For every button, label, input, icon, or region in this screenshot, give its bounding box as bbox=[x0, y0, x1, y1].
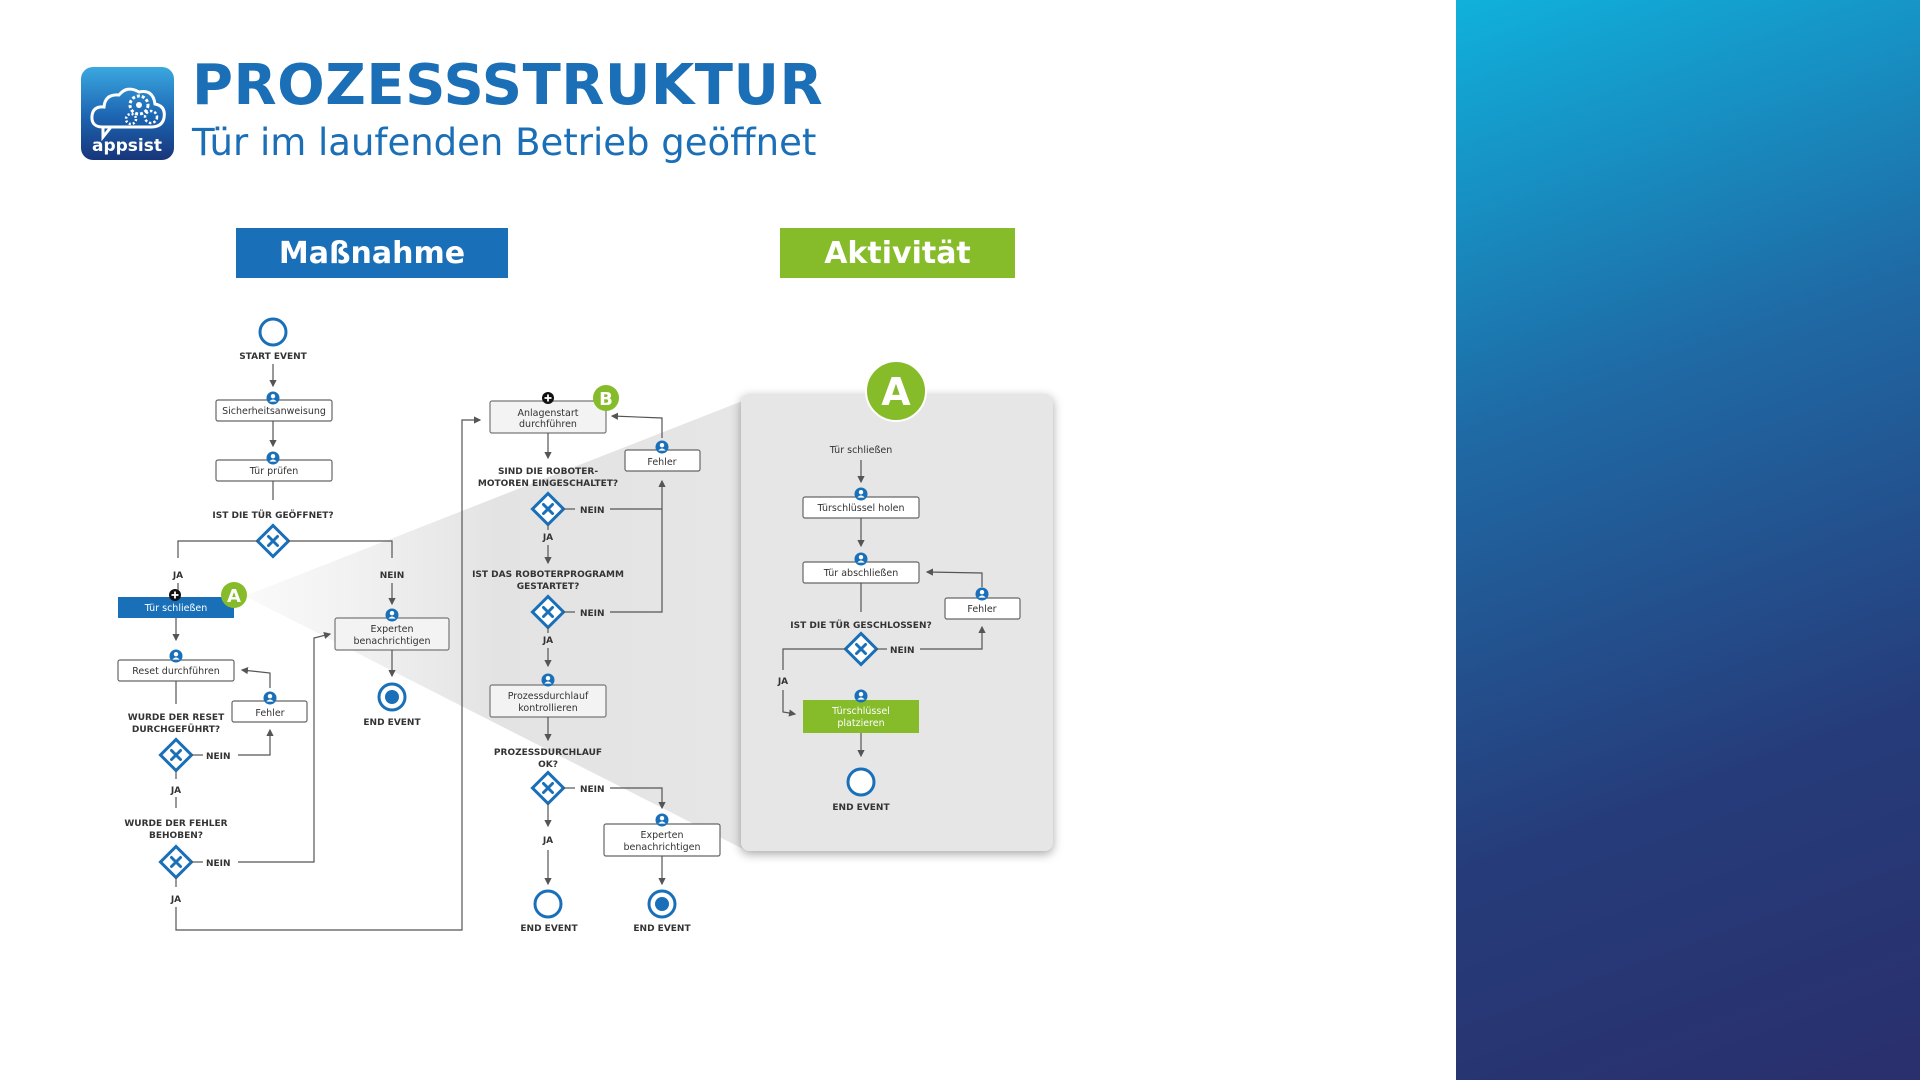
start-event bbox=[258, 317, 288, 347]
user-icon bbox=[266, 451, 280, 465]
gateway-icon bbox=[530, 491, 566, 527]
user-icon bbox=[854, 552, 868, 566]
marker-a-big-text: A bbox=[881, 370, 911, 414]
column-header-massnahme: Maßnahme bbox=[236, 228, 508, 278]
question-label: IST DIE TÜR GEÖFFNET? bbox=[212, 510, 333, 521]
nein-label: NEIN bbox=[206, 859, 231, 869]
task-label: Tür abschließen bbox=[823, 568, 898, 579]
gateway-icon bbox=[158, 737, 194, 773]
page-subtitle: Tür im laufenden Betrieb geöffnet bbox=[192, 121, 817, 164]
task-label: Fehler bbox=[967, 604, 996, 615]
side-gradient-panel bbox=[1456, 0, 1920, 1080]
activity-start-label: Tür schließen bbox=[829, 445, 893, 456]
question-label-line2: OK? bbox=[538, 760, 558, 770]
user-icon bbox=[854, 689, 868, 703]
marker-b-badge bbox=[593, 385, 619, 411]
marker-a-big-badge bbox=[865, 360, 927, 422]
task-tuerschluessel-platzieren bbox=[803, 700, 919, 733]
question-label-line2: GESTARTET? bbox=[517, 582, 580, 592]
task-label: Reset durchführen bbox=[132, 666, 220, 677]
ja-label: JA bbox=[542, 836, 553, 846]
question-label-line1: WURDE DER FEHLER bbox=[124, 819, 227, 829]
question-label-line2: MOTOREN EINGESCHALTET? bbox=[478, 479, 618, 489]
user-icon bbox=[541, 673, 555, 687]
end-event bbox=[846, 767, 876, 797]
task-label: Türschlüssel holen bbox=[816, 503, 904, 514]
user-icon bbox=[263, 691, 277, 705]
start-event-label: START EVENT bbox=[239, 352, 307, 362]
user-icon bbox=[169, 649, 183, 663]
question-label-line1: SIND DIE ROBOTER- bbox=[498, 467, 598, 477]
user-icon bbox=[975, 587, 989, 601]
question-label-line1: PROZESSDURCHLAUF bbox=[494, 748, 602, 758]
task-label-line1: Anlagenstart bbox=[517, 408, 578, 419]
question-label-line2: DURCHGEFÜHRT? bbox=[132, 724, 220, 735]
nein-label: NEIN bbox=[580, 785, 605, 795]
user-icon bbox=[655, 813, 669, 827]
task-label: Sicherheitsanweisung bbox=[222, 406, 326, 417]
end-event-label: END EVENT bbox=[832, 803, 890, 813]
task-label: Tür schließen bbox=[144, 603, 208, 614]
user-icon bbox=[266, 391, 280, 405]
task-label: Fehler bbox=[647, 457, 676, 468]
task-label-line2: benachrichtigen bbox=[353, 636, 430, 647]
nein-label: NEIN bbox=[206, 752, 231, 762]
end-event-label: END EVENT bbox=[633, 924, 691, 934]
task-label-line1: Prozessdurchlauf bbox=[508, 691, 589, 702]
end-event-label: END EVENT bbox=[363, 718, 421, 728]
appsist-logo: appsist bbox=[81, 67, 174, 160]
task-label: Tür prüfen bbox=[249, 466, 299, 477]
nein-label: NEIN bbox=[890, 646, 915, 656]
activity-callout-panel bbox=[741, 394, 1053, 851]
task-label-line2: benachrichtigen bbox=[623, 842, 700, 853]
cloud-gears-icon: appsist bbox=[90, 87, 166, 156]
ja-label: JA bbox=[170, 895, 181, 905]
column-header-aktivitaet: Aktivität bbox=[780, 228, 1015, 278]
middle-flow: Anlagenstart durchführen B Fehler SIND D… bbox=[472, 385, 721, 934]
task-label-line2: platzieren bbox=[837, 718, 884, 729]
logo-text: appsist bbox=[92, 136, 162, 156]
ja-label: JA bbox=[172, 571, 183, 581]
task-label-line1: Türschlüssel bbox=[831, 706, 890, 717]
task-tuer-schliessen bbox=[118, 597, 234, 618]
user-icon bbox=[385, 608, 399, 622]
question-label-line1: WURDE DER RESET bbox=[128, 713, 225, 723]
activity-flow: A Tür schließen Türschlüssel holen Tür a… bbox=[777, 360, 1021, 813]
task-label-line2: durchführen bbox=[519, 419, 577, 430]
nein-label: NEIN bbox=[580, 506, 605, 516]
gateway-icon bbox=[530, 594, 566, 630]
gateway-icon bbox=[255, 523, 291, 559]
gateway-icon bbox=[530, 770, 566, 806]
ja-label: JA bbox=[170, 786, 181, 796]
task-label-line1: Experten bbox=[641, 830, 684, 841]
user-icon bbox=[854, 487, 868, 501]
ja-label: JA bbox=[542, 533, 553, 543]
marker-a-text: A bbox=[227, 586, 241, 607]
ja-label: JA bbox=[542, 636, 553, 646]
question-label-line2: BEHOBEN? bbox=[149, 831, 203, 841]
end-event bbox=[533, 889, 563, 919]
question-label-line1: IST DAS ROBOTERPROGRAMM bbox=[472, 570, 624, 580]
question-label: IST DIE TÜR GESCHLOSSEN? bbox=[790, 620, 931, 631]
task-label-line2: kontrollieren bbox=[518, 703, 578, 714]
end-event-label: END EVENT bbox=[520, 924, 578, 934]
gateway-icon bbox=[158, 844, 194, 880]
task-label-line1: Experten bbox=[371, 624, 414, 635]
left-flow: START EVENT Sicherheitsanweisung Tür prü… bbox=[117, 317, 482, 931]
marker-b-text: B bbox=[599, 389, 613, 410]
task-label: Fehler bbox=[255, 708, 284, 719]
ja-label: JA bbox=[777, 677, 788, 687]
gateway-icon bbox=[843, 631, 879, 667]
user-icon bbox=[655, 440, 669, 454]
marker-a-badge bbox=[221, 582, 247, 608]
nein-label: NEIN bbox=[580, 609, 605, 619]
page-title: PROZESSSTRUKTUR bbox=[192, 53, 824, 118]
nein-label: NEIN bbox=[380, 571, 405, 581]
